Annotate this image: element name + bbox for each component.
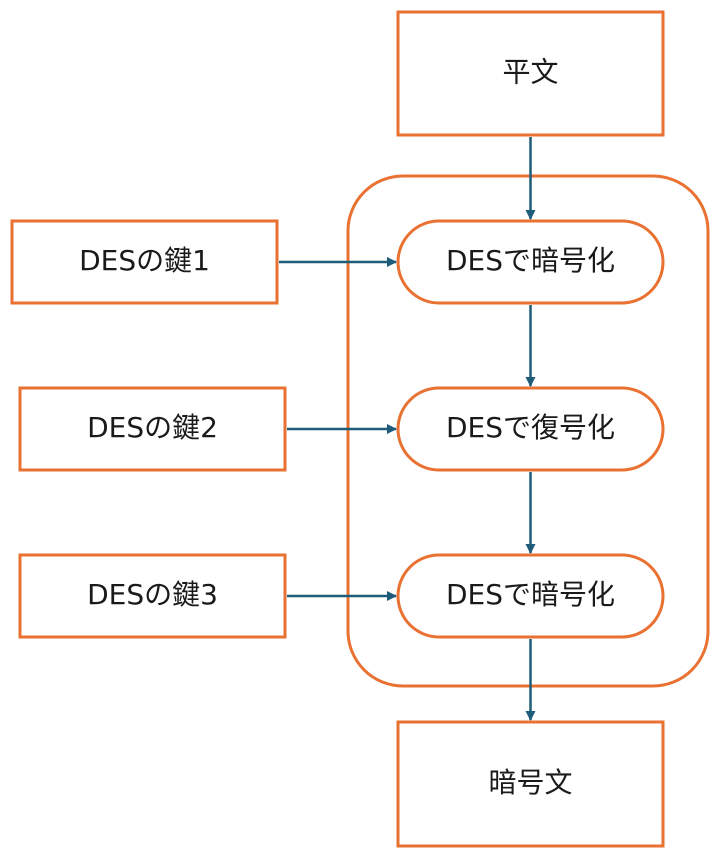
des-key-3-node: DESの鍵3: [18, 553, 287, 639]
des-key-1-node: DESの鍵1: [10, 219, 279, 305]
des-key-1-label: DESの鍵1: [79, 244, 210, 277]
des-decrypt-step-2: DESで復号化: [396, 386, 665, 472]
des-decrypt-step-2-label: DESで復号化: [446, 411, 615, 444]
des-encrypt-step-3: DESで暗号化: [396, 553, 665, 639]
plaintext-label: 平文: [502, 56, 558, 89]
ciphertext-label: 暗号文: [488, 766, 572, 799]
plaintext-node: 平文: [396, 10, 665, 137]
des-key-2-node: DESの鍵2: [18, 386, 287, 472]
des-process-container: [346, 174, 710, 688]
des-key-3-label: DESの鍵3: [87, 578, 218, 611]
des-encrypt-step-3-label: DESで暗号化: [446, 578, 615, 611]
des-encrypt-step-1-label: DESで暗号化: [446, 244, 615, 277]
ciphertext-node: 暗号文: [396, 720, 665, 848]
des-key-2-label: DESの鍵2: [87, 411, 218, 444]
des-encrypt-step-1: DESで暗号化: [396, 219, 665, 305]
